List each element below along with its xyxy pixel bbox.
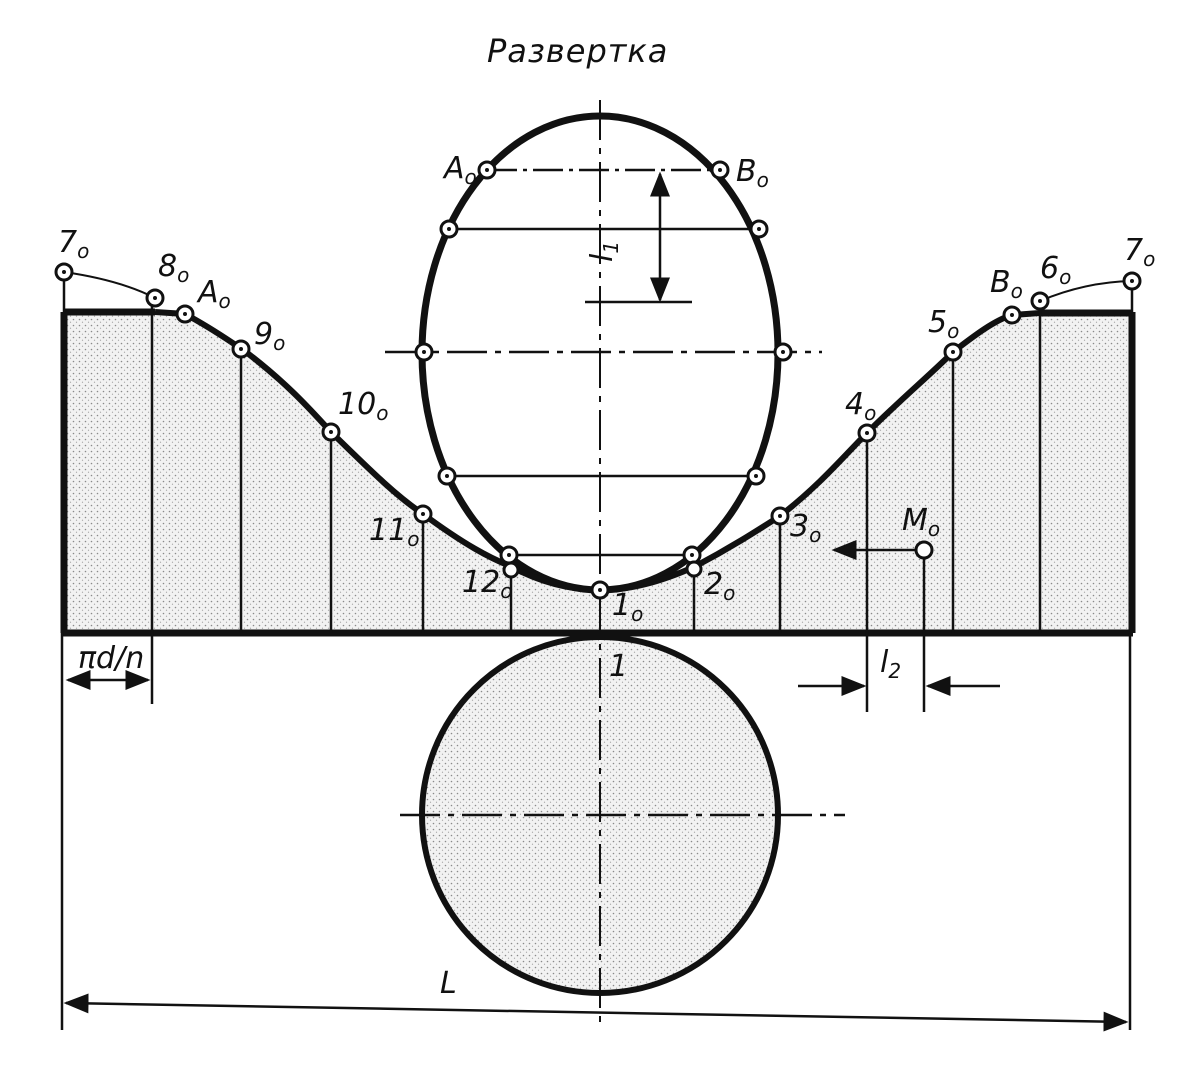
point-markers: [54, 160, 1142, 600]
label-8: 8o: [158, 249, 189, 287]
label-1: 1: [609, 649, 628, 684]
label-2: 2o: [704, 567, 735, 605]
label-11: 11o: [369, 513, 419, 551]
label-A-left: Ao: [196, 275, 231, 313]
diagram-title: Развертка: [487, 32, 668, 70]
label-M: Mo: [902, 503, 940, 541]
label-A-top: Ao: [442, 151, 477, 189]
left-end-arc: [63, 271, 156, 299]
label-B-top: Bo: [736, 154, 769, 192]
label-12: 12o: [462, 565, 512, 603]
label-6: 6o: [1040, 251, 1071, 289]
dimension-L-arrow: [63, 993, 1129, 1032]
ellipse-chords: [385, 168, 845, 817]
label-B-right: Bo: [990, 265, 1023, 303]
point-marker-dots: [62, 168, 1134, 592]
label-4: 4o: [845, 387, 876, 425]
label-1o: 1o: [612, 588, 643, 626]
label-9: 9o: [254, 317, 285, 355]
label-10: 10o: [338, 387, 388, 425]
label-l2: l2: [880, 645, 901, 683]
label-L: L: [440, 966, 457, 1001]
label-5: 5o: [928, 305, 959, 343]
label-7-left: 7o: [58, 225, 89, 263]
label-7-right: 7o: [1124, 233, 1155, 271]
label-l1: l1: [585, 241, 623, 262]
label-pi-d-n: πd/n: [78, 641, 144, 676]
label-3: 3o: [790, 509, 821, 547]
